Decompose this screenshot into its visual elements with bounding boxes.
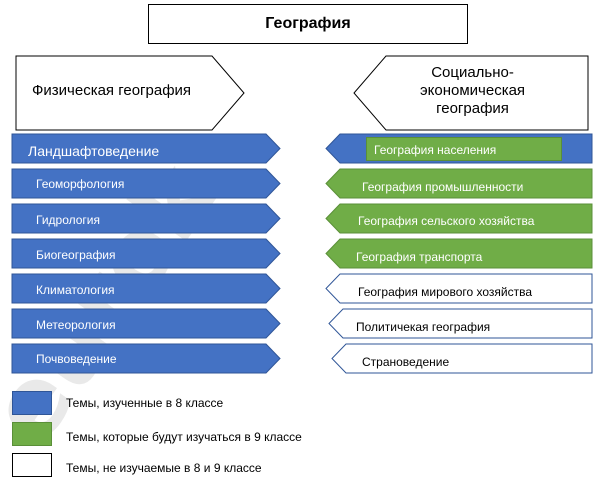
right-arrow-shape [331,343,593,374]
legend-swatch-green [12,422,52,446]
left-head-label: Физическая география [32,82,192,99]
left-arrow-shape [11,203,281,234]
legend-swatch-blue [12,391,52,415]
right-head-line-3: география [436,100,509,117]
right-head-line-1: Социально- [431,64,514,81]
overlay-green-box [366,137,562,161]
right-head-shape [353,55,589,131]
left-item-label: Ландшафтоведение [28,143,160,159]
left-arrow-shape [11,238,281,269]
left-arrow-shape [11,308,281,339]
left-item-label: Метеорология [36,318,116,332]
left-arrow-shape [11,273,281,304]
right-item-label: География транспорта [356,250,483,264]
right-item-label: География сельского хозяйства [358,214,535,228]
right-item-label: География мирового хозяйства [358,285,533,299]
legend-label: Темы, которые будут изучаться в 9 классе [66,430,302,444]
overlay-label: География населения [374,143,497,157]
right-arrow-shape [325,168,593,199]
right-item-label: Политичекая география [356,320,491,334]
diagram-title: География [148,4,468,44]
left-arrow-shape [11,343,281,374]
right-arrow-shape [328,308,593,339]
legend-label: Темы, изученные в 8 классе [66,396,224,410]
left-item-label: Гидрология [36,213,101,227]
legend-swatch-white [12,453,52,477]
right-arrow-shape [325,273,593,304]
left-arrow-shape [11,133,281,164]
left-item-label: Почвоведение [36,352,117,366]
left-item-label: Климатология [36,283,115,297]
left-head-shape [15,55,245,131]
right-arrow-shape [325,203,593,234]
right-head-label: Социально- экономическая география [420,64,525,118]
right-item-label: География промышленности [362,180,524,194]
left-item-label: Биогеография [36,248,116,262]
left-item-label: Геоморфология [36,177,125,191]
right-item-label: Страноведение [362,355,450,369]
left-arrow-shape [11,168,281,199]
right-arrow-shape [325,238,593,269]
right-head-line-2: экономическая [420,82,526,99]
legend-label: Темы, не изучаемые в 8 и 9 классе [66,461,262,475]
